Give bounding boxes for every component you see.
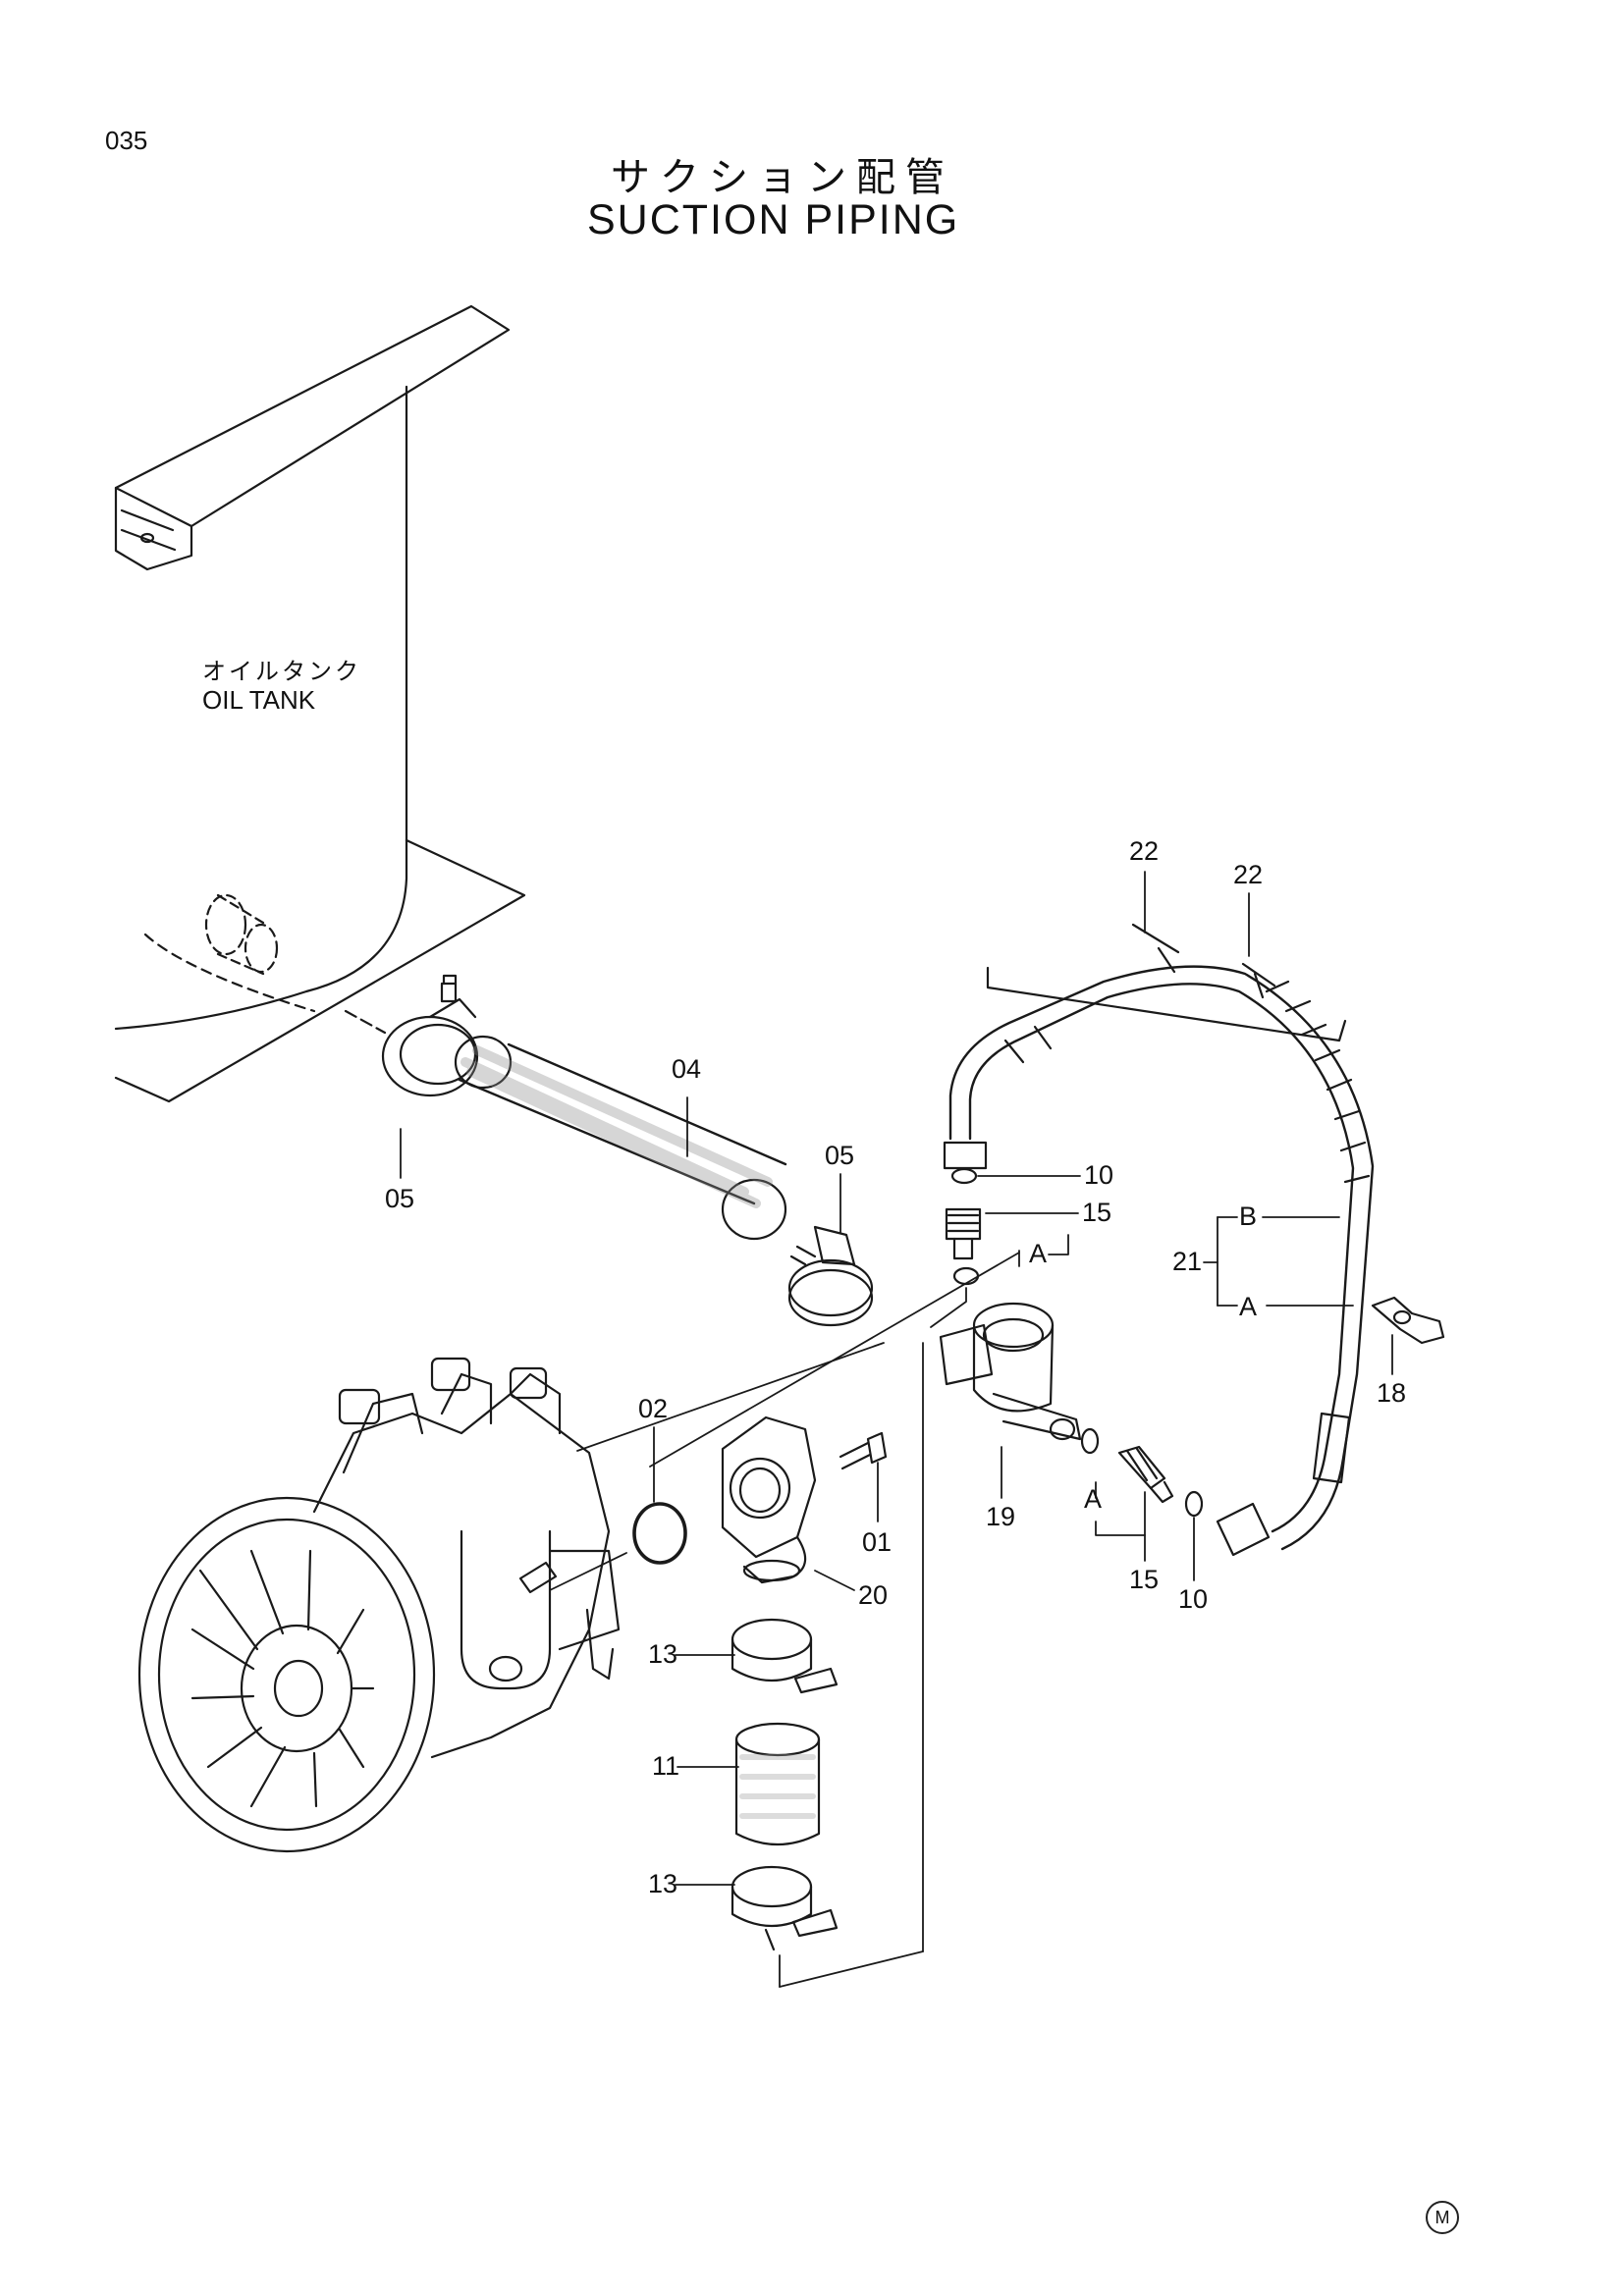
callout-10-low: 10 bbox=[1178, 1584, 1209, 1614]
oil-tank-label-english: OIL TANK bbox=[202, 685, 316, 715]
suction-block-19 bbox=[939, 1302, 1082, 1441]
callout-a-top: A bbox=[1029, 1239, 1048, 1268]
callout-18: 18 bbox=[1377, 1378, 1407, 1408]
callout-a-low: A bbox=[1084, 1484, 1103, 1514]
callout-22-b: 22 bbox=[1233, 860, 1264, 889]
hose-11 bbox=[734, 1722, 821, 1846]
bolt-01 bbox=[839, 1431, 888, 1470]
leader-lines bbox=[400, 871, 1393, 1988]
suction-elbow-20 bbox=[721, 1415, 817, 1584]
callout-13-bottom: 13 bbox=[648, 1869, 678, 1898]
callout-02: 02 bbox=[638, 1394, 669, 1423]
callout-15-top: 15 bbox=[1082, 1198, 1112, 1227]
title-english: SUCTION PIPING bbox=[587, 196, 960, 243]
hose-clamp-05-left bbox=[344, 974, 479, 1097]
suction-hose-04 bbox=[454, 1035, 787, 1241]
callout-21: 21 bbox=[1172, 1247, 1203, 1276]
maker-mark-icon: M bbox=[1426, 2201, 1459, 2234]
oil-tank-drawing bbox=[114, 304, 526, 1103]
callout-01: 01 bbox=[862, 1527, 893, 1557]
page-number: 035 bbox=[105, 126, 148, 155]
hydraulic-pump-assembly bbox=[137, 1357, 621, 1853]
hose-clamp-13-lower bbox=[731, 1865, 839, 1951]
hose-clamp-13-upper bbox=[731, 1618, 839, 1694]
upper-fittings bbox=[943, 1141, 988, 1286]
callout-11: 11 bbox=[652, 1751, 680, 1781]
callout-b: B bbox=[1239, 1201, 1258, 1231]
oil-tank-label-japanese: オイルタンク bbox=[202, 658, 361, 685]
callout-04: 04 bbox=[672, 1054, 702, 1084]
callout-10-top: 10 bbox=[1084, 1160, 1114, 1190]
title-japanese: サクション配管 bbox=[611, 155, 954, 200]
callout-a-hose: A bbox=[1239, 1292, 1258, 1321]
callout-05-left: 05 bbox=[385, 1184, 415, 1213]
clip-18 bbox=[1371, 1296, 1445, 1345]
hose-band-22 bbox=[1131, 923, 1276, 999]
callout-20: 20 bbox=[858, 1580, 889, 1610]
callout-13-top: 13 bbox=[648, 1639, 678, 1669]
callout-19: 19 bbox=[986, 1502, 1016, 1531]
callout-22-a: 22 bbox=[1129, 836, 1160, 866]
callout-05-right: 05 bbox=[825, 1141, 855, 1170]
callout-15-low: 15 bbox=[1129, 1565, 1160, 1594]
lower-fittings bbox=[1080, 1427, 1204, 1518]
o-ring-02 bbox=[632, 1502, 687, 1565]
hose-clamp-05-right bbox=[787, 1225, 874, 1327]
pressure-hose-21 bbox=[948, 965, 1375, 1557]
